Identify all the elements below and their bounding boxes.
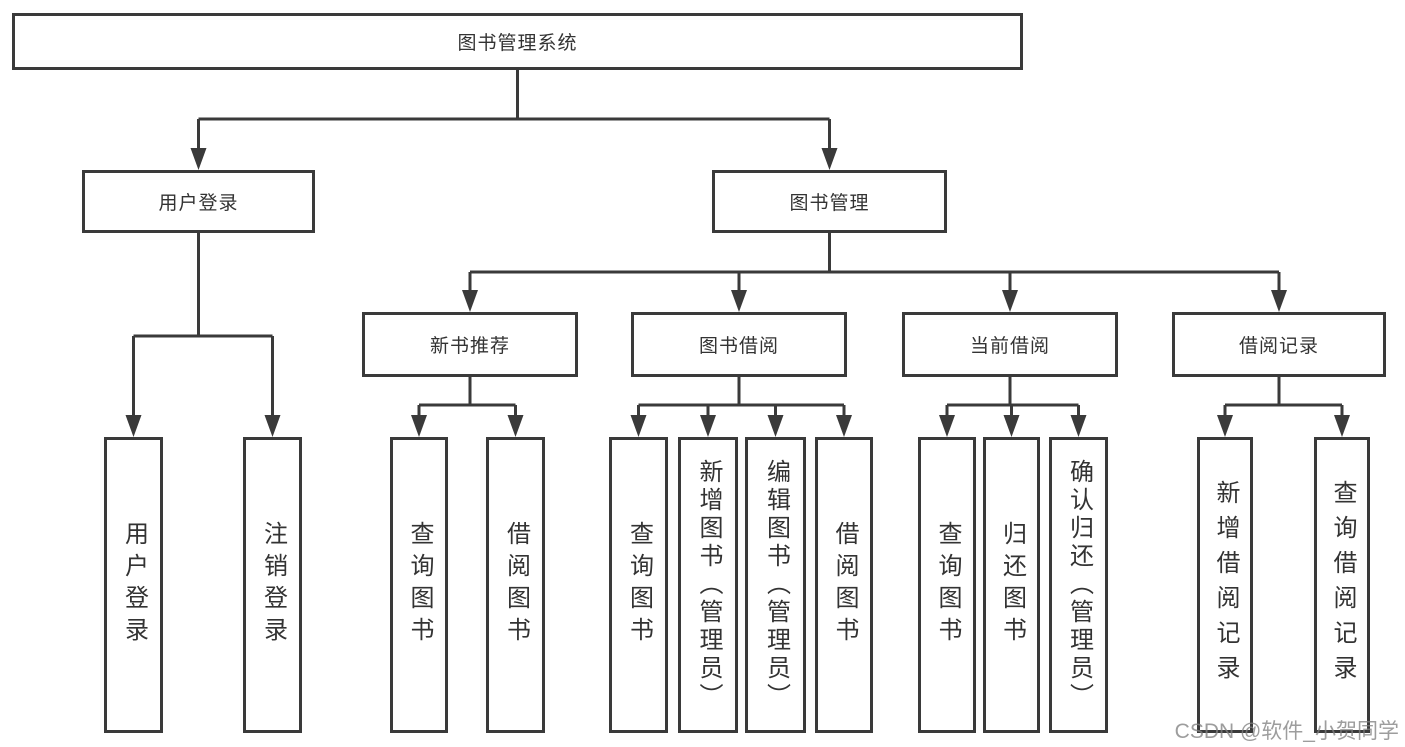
leaf-query-books-recommend: 查询图书 xyxy=(390,437,448,733)
node-book-borrow: 图书借阅 xyxy=(631,312,847,377)
node-label: 查询图书 xyxy=(934,521,961,649)
arrowhead xyxy=(700,415,716,437)
node-borrow-records: 借阅记录 xyxy=(1172,312,1386,377)
node-label: 图书借阅 xyxy=(698,336,779,357)
node-label: 新增图书（管理员） xyxy=(695,459,722,711)
arrowhead xyxy=(821,148,838,170)
node-label: 借阅记录 xyxy=(1238,336,1319,357)
arrowhead xyxy=(731,290,747,312)
node-label: 图书管理系统 xyxy=(457,33,578,54)
arrowhead xyxy=(190,148,207,170)
connector-root-to-level2 xyxy=(190,70,838,170)
node-label: 编辑图书（管理员） xyxy=(762,459,790,711)
node-user-login: 用户登录 xyxy=(82,170,315,233)
node-label: 查询图书 xyxy=(406,521,433,649)
connector-line xyxy=(637,377,846,417)
leaf-add-books-admin: 新增图书（管理员） xyxy=(678,437,738,733)
csdn-watermark: CSDN @软件_小贺同学 xyxy=(1174,720,1399,743)
arrowhead xyxy=(630,415,647,437)
connector-line xyxy=(197,70,831,150)
connector-book-borrow-to-leaves xyxy=(630,377,852,437)
arrowhead xyxy=(1002,290,1018,312)
leaf-edit-books-admin: 编辑图书（管理员） xyxy=(745,437,806,733)
connector-line xyxy=(1223,377,1344,417)
arrowhead xyxy=(1070,415,1087,437)
node-label: 查询借阅记录 xyxy=(1329,480,1356,690)
leaf-query-books-borrow: 查询图书 xyxy=(609,437,668,733)
arrowhead xyxy=(939,415,955,437)
arrowhead xyxy=(1271,290,1287,312)
connector-new-book-to-leaves xyxy=(411,377,524,437)
node-label: 用户登录 xyxy=(158,193,239,214)
leaf-query-books-current: 查询图书 xyxy=(918,437,976,733)
connector-current-borrow-to-leaves xyxy=(939,377,1087,437)
arrowhead xyxy=(507,415,524,437)
node-label: 新增借阅记录 xyxy=(1212,480,1239,690)
connector-line xyxy=(417,377,517,417)
arrowhead xyxy=(264,415,281,437)
node-label: 当前借阅 xyxy=(969,336,1050,357)
node-label: 归还图书 xyxy=(998,521,1026,649)
leaf-query-borrow-record: 查询借阅记录 xyxy=(1314,437,1370,733)
leaf-confirm-return-admin: 确认归还（管理员） xyxy=(1049,437,1108,733)
node-label: 查询图书 xyxy=(625,521,653,649)
arrowhead xyxy=(1217,415,1233,437)
connector-borrow-records-to-leaves xyxy=(1217,377,1350,437)
arrowhead xyxy=(462,290,478,312)
connector-line xyxy=(132,233,274,417)
arrowhead xyxy=(767,415,784,437)
node-label: 借阅图书 xyxy=(831,521,858,649)
arrowhead xyxy=(1003,415,1020,437)
node-root-library-system: 图书管理系统 xyxy=(12,13,1023,70)
node-label: 借阅图书 xyxy=(502,521,530,649)
arrowhead xyxy=(125,415,142,437)
node-label: 图书管理 xyxy=(789,193,870,214)
leaf-user-login: 用户登录 xyxy=(104,437,163,733)
leaf-borrow-books: 借阅图书 xyxy=(815,437,873,733)
leaf-return-books: 归还图书 xyxy=(983,437,1040,733)
node-label: 用户登录 xyxy=(120,521,148,649)
node-book-management: 图书管理 xyxy=(712,170,947,233)
node-current-borrow: 当前借阅 xyxy=(902,312,1118,377)
leaf-borrow-books-recommend: 借阅图书 xyxy=(486,437,545,733)
connector-line xyxy=(945,377,1080,417)
connector-user-login-to-leaves xyxy=(125,233,281,437)
leaf-add-borrow-record: 新增借阅记录 xyxy=(1197,437,1253,733)
node-label: 注销登录 xyxy=(259,521,287,649)
arrowhead xyxy=(836,415,852,437)
arrowhead xyxy=(411,415,427,437)
connector-book-mgmt-to-level3 xyxy=(462,233,1287,312)
connector-line xyxy=(468,233,1281,292)
node-label: 确认归还（管理员） xyxy=(1065,459,1093,711)
node-new-book-recommend: 新书推荐 xyxy=(362,312,578,377)
leaf-logout: 注销登录 xyxy=(243,437,302,733)
node-label: 新书推荐 xyxy=(429,336,510,357)
arrowhead xyxy=(1334,415,1350,437)
